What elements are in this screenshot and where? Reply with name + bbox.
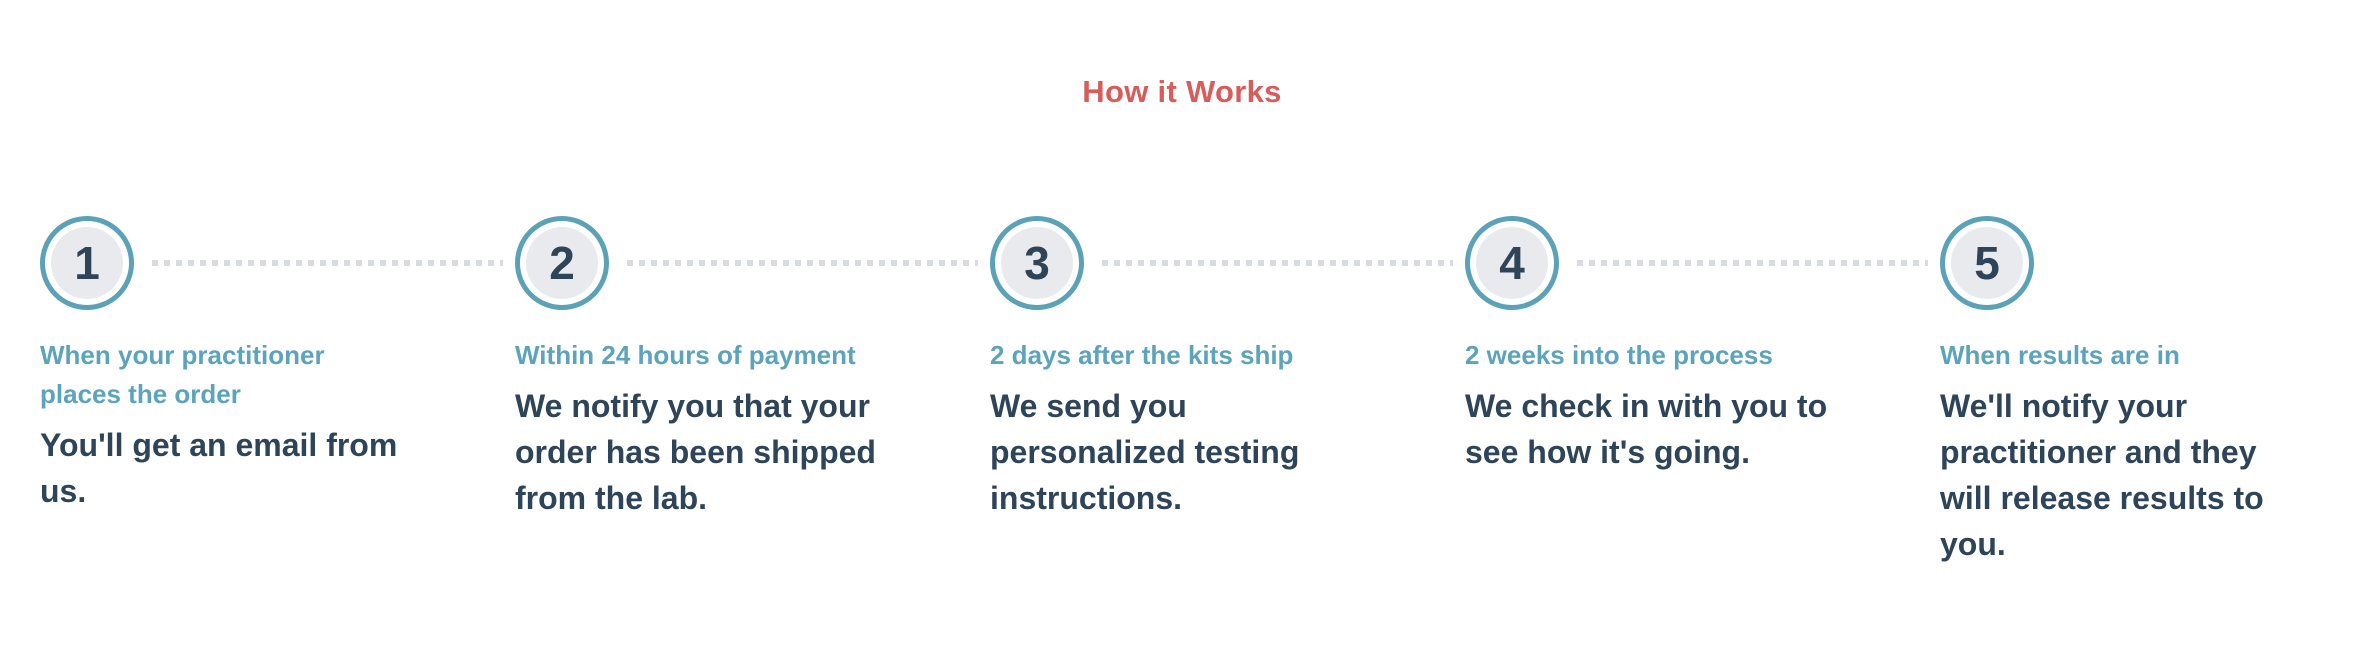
step-number-badge: 4	[1465, 216, 1559, 310]
step-description: We'll notify your practitioner and they …	[1940, 388, 2264, 562]
step-connector-dots	[1102, 260, 1453, 266]
step-number: 2	[526, 227, 598, 299]
step-2: 2 Within 24 hours of payment We notify y…	[515, 216, 990, 567]
step-timing: Within 24 hours of payment	[515, 340, 856, 370]
step-connector-dots	[152, 260, 503, 266]
step-number: 4	[1476, 227, 1548, 299]
step-number: 3	[1001, 227, 1073, 299]
step-number: 5	[1951, 227, 2023, 299]
step-timing: When results are in	[1940, 340, 2180, 370]
step-header: 3	[990, 216, 1465, 310]
step-header: 1	[40, 216, 515, 310]
step-header: 4	[1465, 216, 1940, 310]
step-description: We send you personalized testing instruc…	[990, 388, 1300, 516]
step-header: 5	[1940, 216, 2364, 310]
step-timing: When your practitioner places the order	[40, 340, 325, 409]
step-3: 3 2 days after the kits ship We send you…	[990, 216, 1465, 567]
step-connector-dots	[627, 260, 978, 266]
step-4: 4 2 weeks into the process We check in w…	[1465, 216, 1940, 567]
step-number-badge: 3	[990, 216, 1084, 310]
section-title: How it Works	[1082, 74, 1282, 109]
step-number: 1	[51, 227, 123, 299]
step-number-badge: 2	[515, 216, 609, 310]
step-5: 5 When results are in We'll notify your …	[1940, 216, 2364, 567]
step-timing: 2 weeks into the process	[1465, 340, 1773, 370]
step-number-badge: 1	[40, 216, 134, 310]
step-header: 2	[515, 216, 990, 310]
step-number-badge: 5	[1940, 216, 2034, 310]
step-description: We check in with you to see how it's goi…	[1465, 388, 1828, 470]
step-1: 1 When your practitioner places the orde…	[40, 216, 515, 567]
step-description: We notify you that your order has been s…	[515, 388, 876, 516]
step-description: You'll get an email from us.	[40, 427, 398, 509]
step-timing: 2 days after the kits ship	[990, 340, 1294, 370]
step-connector-dots	[1577, 260, 1928, 266]
steps-row: 1 When your practitioner places the orde…	[0, 216, 2364, 567]
how-it-works-section: How it Works 1 When your practitioner pl…	[0, 74, 2364, 567]
